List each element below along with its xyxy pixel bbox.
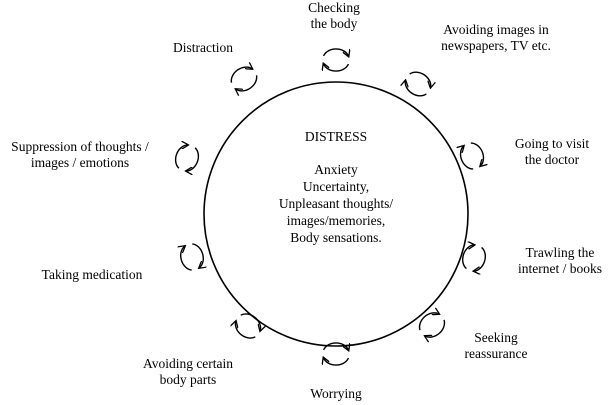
- cycle-arrows-distraction: [230, 63, 258, 95]
- label-distraction: Distraction: [173, 40, 233, 56]
- distress-title: DISTRESS: [304, 129, 368, 144]
- distress-line: Body sensations.: [290, 230, 382, 245]
- label-line: newspapers, TV etc.: [441, 38, 551, 53]
- cycle-arrow: [236, 75, 258, 95]
- label-line: body parts: [159, 372, 217, 387]
- label-line: Avoiding images in: [443, 22, 549, 37]
- cycle-arrows-avoiding-images: [402, 71, 435, 97]
- label-line: Avoiding certain: [142, 356, 234, 371]
- cycle-arrow: [231, 321, 256, 339]
- cycle-arrows-suppression-of-thoughts: [174, 142, 200, 174]
- distress-line: Unpleasant thoughts/: [278, 196, 394, 211]
- cycle-arrows-avoiding-body-parts: [231, 313, 265, 339]
- label-line: reassurance: [464, 346, 528, 361]
- cycle-arrow: [457, 146, 474, 170]
- label-line: the doctor: [524, 152, 580, 167]
- label-worrying: Worrying: [310, 386, 361, 402]
- cycle-arrow: [192, 243, 206, 268]
- cycle-arrow: [240, 313, 265, 331]
- label-line: Going to visit: [514, 136, 590, 151]
- cycle-arrows-trawling-internet: [461, 243, 487, 273]
- label-avoiding-body-parts: Avoiding certain body parts: [143, 356, 233, 388]
- cycle-arrow: [230, 63, 252, 83]
- label-line: the body: [310, 16, 358, 31]
- label-line: Taking medication: [41, 267, 143, 282]
- distress-circle: [203, 81, 469, 347]
- cycle-arrow: [178, 246, 192, 271]
- cycle-arrows-taking-medication: [178, 243, 206, 271]
- label-line: Trawling the: [525, 245, 595, 260]
- cycle-arrow: [418, 309, 438, 331]
- label-line: internet / books: [518, 261, 602, 276]
- cycle-arrow: [324, 358, 350, 366]
- label-seeking-reassurance: Seeking reassurance: [465, 330, 528, 362]
- cycle-arrow: [474, 246, 487, 273]
- cycle-arrow: [324, 64, 350, 72]
- label-going-to-visit-doctor: Going to visit the doctor: [515, 136, 589, 168]
- cycle-arrow: [461, 243, 474, 270]
- label-checking-the-body: Checking the body: [308, 0, 360, 32]
- label-taking-medication: Taking medication: [42, 267, 143, 283]
- distress-line: images/memories,: [286, 213, 386, 228]
- cycle-arrows-seeking-reassurance: [418, 309, 446, 342]
- distress-line: Anxiety: [314, 162, 358, 177]
- cycle-arrow: [322, 48, 349, 56]
- cycle-arrows-checking-the-body: [322, 48, 350, 72]
- cycle-arrow: [186, 147, 200, 174]
- distress-center-text: DISTRESS Anxiety Uncertainty, Unpleasant…: [279, 128, 393, 246]
- cycle-arrows-going-to-visit-doctor: [457, 142, 487, 170]
- cycle-arrow: [322, 342, 349, 350]
- cycle-arrow: [470, 142, 487, 166]
- label-trawling-internet: Trawling the internet / books: [518, 245, 602, 277]
- label-line: Worrying: [310, 386, 362, 401]
- cycle-arrow: [409, 71, 435, 87]
- label-line: Checking: [308, 0, 360, 15]
- label-avoiding-images: Avoiding images in newspapers, TV etc.: [441, 22, 551, 54]
- label-line: Seeking: [474, 330, 518, 345]
- distress-line: Uncertainty,: [302, 179, 370, 194]
- label-line: Suppression of thoughts /: [11, 139, 149, 154]
- label-line: images / emotions: [30, 155, 130, 170]
- label-suppression-of-thoughts: Suppression of thoughts / images / emoti…: [11, 139, 149, 171]
- cycle-arrow: [402, 81, 427, 97]
- cycle-arrow: [174, 142, 187, 169]
- cycle-arrows-worrying: [322, 342, 350, 366]
- label-line: Distraction: [173, 40, 233, 55]
- cycle-arrow: [425, 319, 446, 342]
